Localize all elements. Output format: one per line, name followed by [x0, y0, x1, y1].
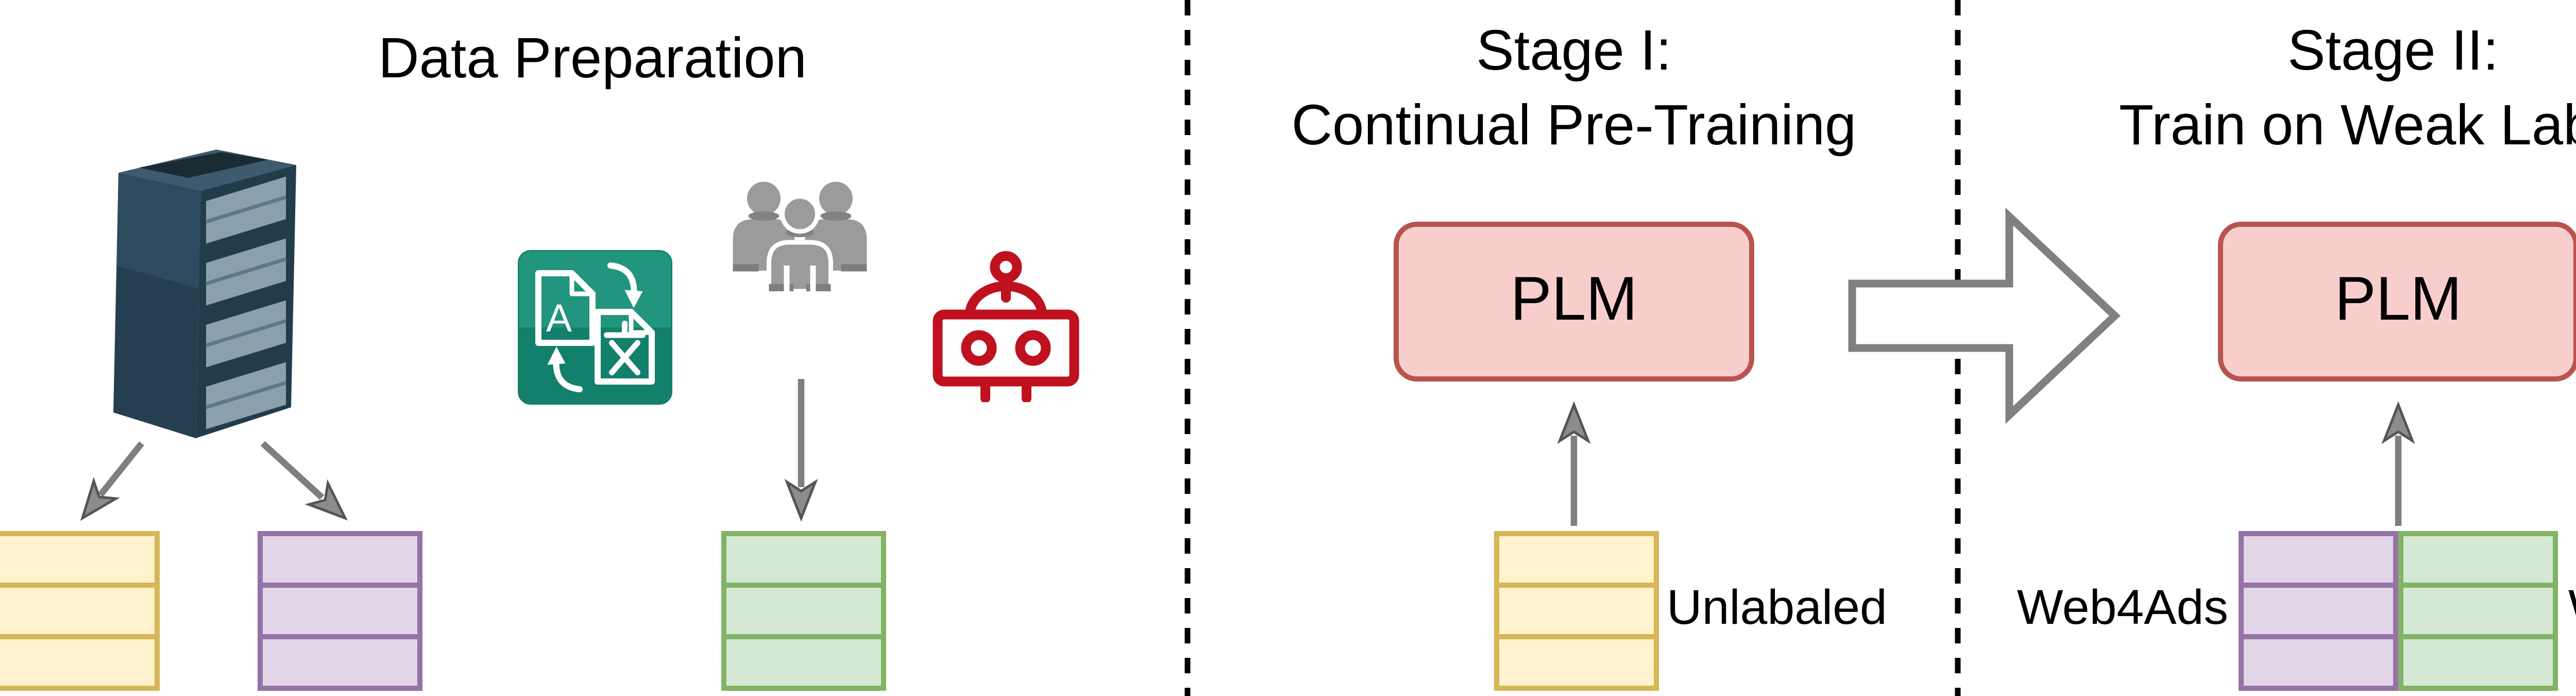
stage2-dataset-left-label: Web4Ads [2016, 583, 2228, 637]
stage2-table-to-plm-arrow [2381, 401, 2415, 526]
stage2-plm-box: PLM [2218, 222, 2576, 382]
data-preparation-title: Data Preparation [378, 26, 807, 90]
table-row [2403, 588, 2553, 634]
people-icon [733, 178, 867, 294]
table-row [726, 536, 881, 583]
stage1-title: Stage I: Continual Pre-Training [1188, 13, 1960, 162]
dataprep-yellow-table [0, 531, 160, 691]
stage1-dataset-label: Unlabaled [1667, 583, 1887, 637]
table-row [726, 639, 881, 686]
table-row [726, 588, 881, 634]
table-row [263, 588, 417, 634]
table-row [263, 639, 417, 686]
stage1-unlabeled-table [1494, 531, 1659, 691]
table-row [0, 588, 155, 634]
translate-icon: A [518, 250, 672, 405]
table-row [1499, 588, 1654, 634]
table-row [1499, 536, 1654, 583]
stage1-table-to-plm-arrow [1557, 401, 1591, 526]
document-cjk-outline [595, 309, 655, 385]
dataprep-green-table [721, 531, 886, 691]
dataprep-purple-table [258, 531, 422, 691]
table-row [2244, 639, 2393, 686]
robot-eye-left [961, 330, 997, 366]
table-row [0, 536, 155, 583]
stage1-plm-box: PLM [1394, 222, 1754, 382]
stage2-title-line2: Train on Weak Labels [2119, 93, 2576, 157]
table-row [2403, 639, 2553, 686]
stage2-table-purple-column [2239, 531, 2398, 691]
stage2-title-line1: Stage II: [2287, 18, 2499, 82]
table-row [2403, 536, 2553, 583]
stage2-dataset-right-label: Weak [2568, 577, 2576, 644]
server-to-yellow-arrow [80, 441, 144, 521]
stage2-weak-table [2239, 531, 2558, 691]
table-row [2244, 536, 2393, 583]
server-to-purple-arrow [260, 441, 348, 521]
table-row [0, 639, 155, 686]
table-row [1499, 639, 1654, 686]
stage2-title: Stage II: Train on Weak Labels [2007, 13, 2576, 162]
cjk-glyph [604, 321, 646, 375]
stage2-table-green-column [2398, 531, 2558, 691]
stage1-title-line2: Continual Pre-Training [1291, 93, 1857, 157]
stage1-to-stage2-block-arrow-icon [1848, 207, 2121, 424]
table-row [2244, 588, 2393, 634]
server-icon [113, 150, 296, 438]
server-bay-stripes [205, 195, 287, 409]
robot-eye-right [1015, 330, 1051, 366]
latin-glyph: A [546, 296, 572, 340]
document-a-outline [535, 270, 596, 346]
robot-head [933, 309, 1079, 387]
stage1-title-line1: Stage I: [1476, 18, 1672, 82]
robot-icon [933, 251, 1079, 402]
table-row [263, 536, 417, 583]
people-to-green-arrow [784, 379, 818, 522]
